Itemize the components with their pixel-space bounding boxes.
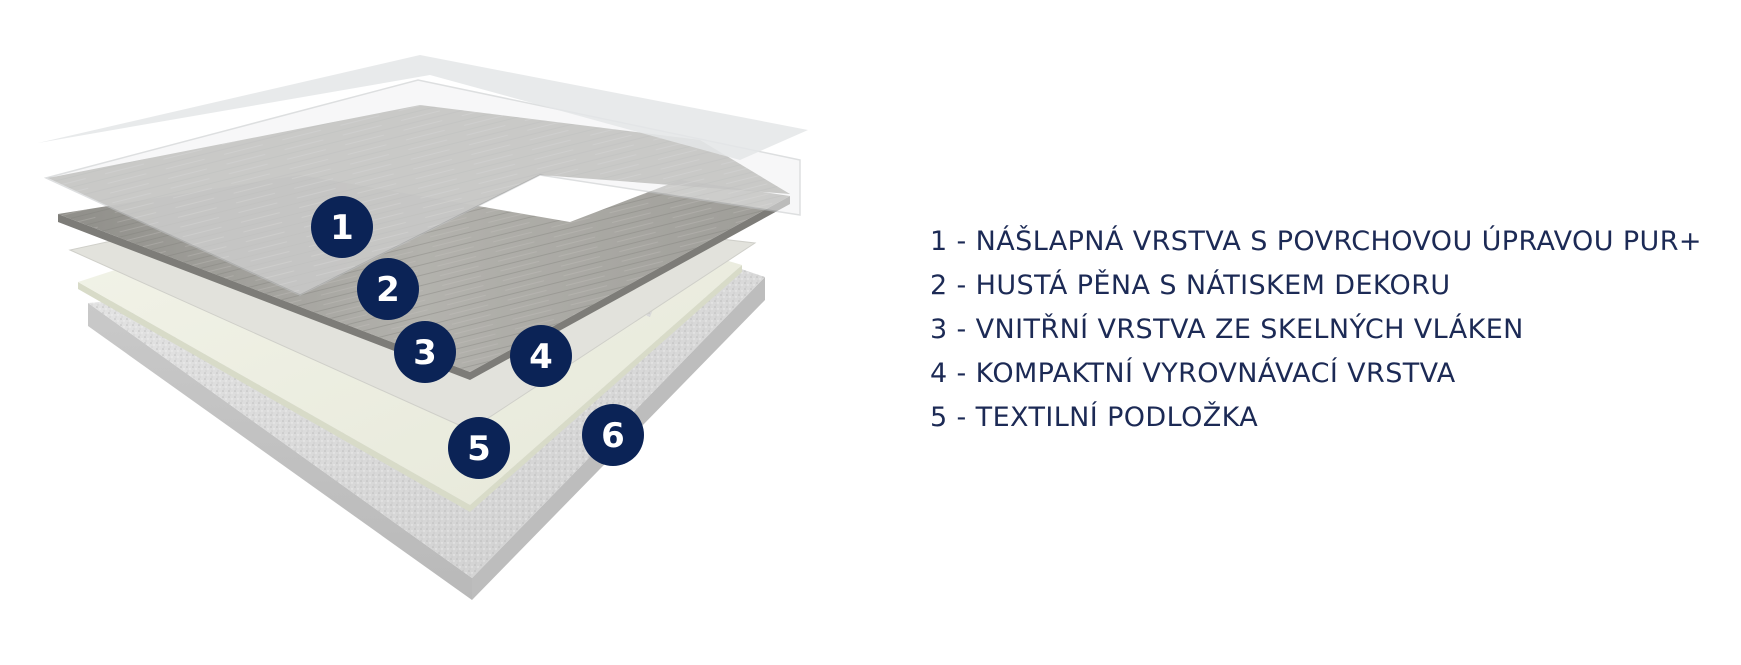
floor-layers-diagram: 1 2 3 4 5 6 — [38, 55, 808, 600]
badge-5-number: 5 — [467, 429, 491, 469]
legend-item-5: 5 - TEXTILNÍ PODLOŽKA — [930, 402, 1259, 433]
badge-2: 2 — [357, 258, 419, 320]
badge-4: 4 — [510, 325, 572, 387]
underlay-side-front — [88, 303, 472, 600]
compact-edge — [78, 265, 742, 512]
legend-item-3: 3 - VNITŘNÍ VRSTVA ZE SKELNÝCH VLÁKEN — [930, 314, 1524, 345]
badge-6-number: 6 — [601, 416, 625, 456]
badge-5: 5 — [448, 417, 510, 479]
legend-item-1: 1 - NÁŠLAPNÁ VRSTVA S POVRCHOVOU ÚPRAVOU… — [930, 226, 1702, 257]
badge-6: 6 — [582, 404, 644, 466]
wear-layer-lower — [43, 79, 801, 296]
badge-1-number: 1 — [330, 208, 354, 248]
wear-layer-upper — [38, 55, 808, 160]
badge-1: 1 — [311, 196, 373, 258]
badge-4-number: 4 — [529, 337, 553, 377]
legend-item-2: 2 - HUSTÁ PĚNA S NÁTISKEM DEKORU — [930, 270, 1451, 301]
layer-wear-pur — [38, 55, 808, 296]
badge-3: 3 — [394, 321, 456, 383]
badge-3-number: 3 — [413, 333, 437, 373]
layer-legend: 1 - NÁŠLAPNÁ VRSTVA S POVRCHOVOU ÚPRAVOU… — [930, 220, 1702, 440]
legend-item-4: 4 - KOMPAKTNÍ VYROVNÁVACÍ VRSTVA — [930, 358, 1456, 389]
badge-2-number: 2 — [376, 270, 400, 310]
